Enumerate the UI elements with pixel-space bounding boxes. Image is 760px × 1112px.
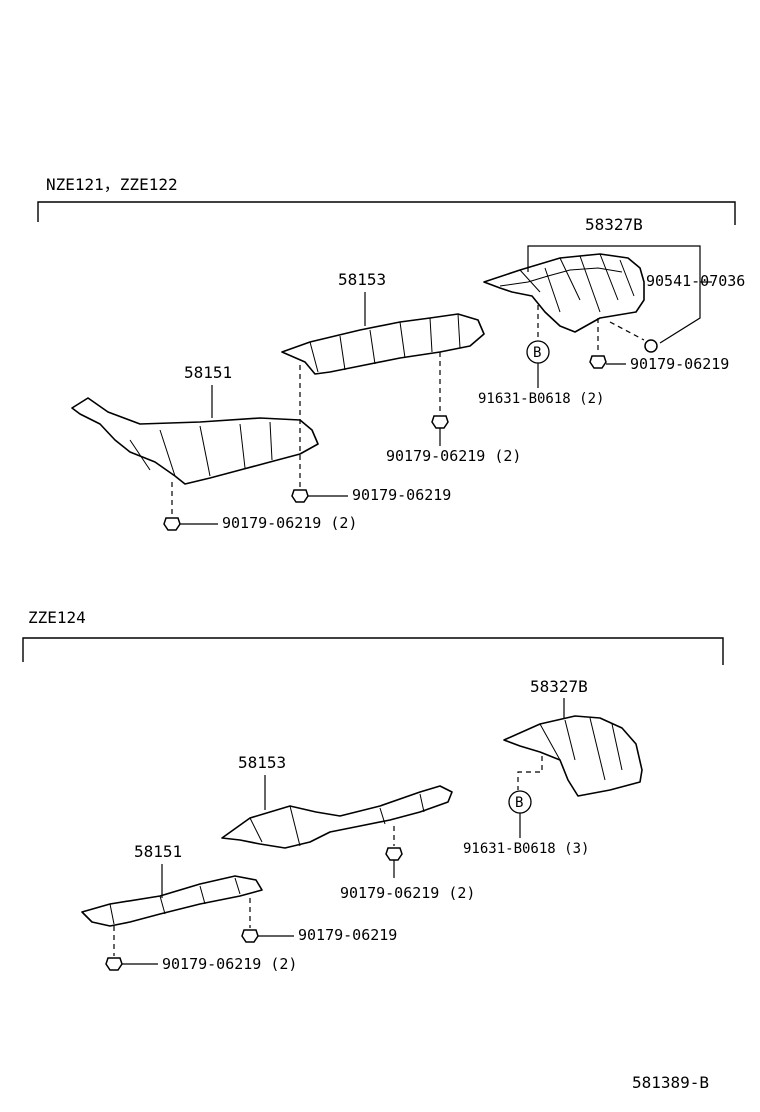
- nut-mid-icon-2[interactable]: [385, 847, 403, 861]
- label-58327b: 58327B: [585, 215, 643, 234]
- label-91631-b0618-3: 91631-B0618 (3): [463, 841, 589, 857]
- section2-title: ZZE124: [28, 608, 86, 627]
- section1-title: NZE121，ZZE122: [46, 175, 178, 194]
- label-90179-06219-mid-2: 90179-06219 (2): [386, 447, 521, 465]
- label-b1: B: [533, 345, 541, 361]
- part-58327b-insulator-2[interactable]: [503, 715, 643, 797]
- label-91631-b0618-2: 91631-B0618 (2): [478, 391, 604, 407]
- section-nze121-zze122: NZE121，ZZE122 58327B 90541-07036 B 91631…: [37, 175, 745, 532]
- part-58151-insulator[interactable]: [71, 397, 319, 485]
- label-b2: B: [515, 795, 523, 811]
- part-58151-insulator-2[interactable]: [81, 875, 263, 927]
- part-58153-insulator[interactable]: [281, 313, 485, 375]
- label-90179-06219-left-2: 90179-06219 (2): [222, 514, 357, 532]
- section1-bracket: [37, 201, 736, 225]
- nut-mid2-icon[interactable]: [291, 489, 309, 503]
- nut-mid-icon[interactable]: [431, 415, 449, 429]
- clip-90541-icon[interactable]: [644, 339, 658, 353]
- label-58151-2: 58151: [134, 842, 182, 861]
- nut-mid2-icon-2[interactable]: [241, 929, 259, 943]
- label-90179-06219-mid-s2: 90179-06219: [298, 926, 397, 944]
- label-58151: 58151: [184, 363, 232, 382]
- label-58327b-2: 58327B: [530, 677, 588, 696]
- label-90179-06219-right: 90179-06219: [630, 355, 729, 373]
- label-58153: 58153: [338, 270, 386, 289]
- section-zze124: ZZE124 58327B B 91631-B0618 (3) 58153 90…: [22, 608, 724, 973]
- label-90541-07036: 90541-07036: [646, 272, 745, 290]
- label-90179-06219-left-2-s2: 90179-06219 (2): [162, 955, 297, 973]
- section2-bracket: [22, 637, 724, 665]
- figure-id: 581389-B: [632, 1073, 709, 1092]
- dash-90541: [609, 321, 645, 341]
- nut-left-icon-2[interactable]: [105, 957, 123, 971]
- label-90179-06219-mid-2-s2: 90179-06219 (2): [340, 884, 475, 902]
- label-58153-2: 58153: [238, 753, 286, 772]
- leader-58327b: [527, 245, 701, 344]
- nut-left-icon[interactable]: [163, 517, 181, 531]
- dash-b2: [517, 756, 543, 790]
- part-58153-insulator-2[interactable]: [221, 785, 453, 849]
- label-90179-06219-mid: 90179-06219: [352, 486, 451, 504]
- nut-right-icon[interactable]: [589, 355, 607, 369]
- part-58327b-insulator[interactable]: [483, 253, 645, 333]
